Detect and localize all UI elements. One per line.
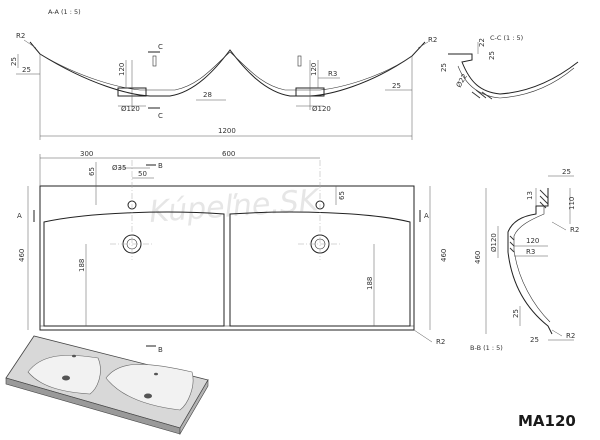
section-cc-profile	[448, 53, 579, 95]
cut-a-right: A	[424, 212, 429, 220]
dim-r2-left-aa: R2	[16, 32, 25, 40]
dim-28: 28	[203, 91, 212, 99]
dim-120-vert-left: 120	[118, 63, 126, 76]
dim-r2-plan: R2	[436, 338, 445, 346]
dim-13-bb: 13	[526, 191, 534, 200]
dim-25-bb-top: 25	[562, 168, 571, 176]
dim-dia120-right: Ø120	[312, 105, 331, 113]
dim-188-left: 188	[78, 259, 86, 272]
dim-65-right: 65	[338, 191, 346, 200]
dim-25-bb-left: 25	[512, 309, 520, 318]
plan-basin-right	[229, 211, 411, 327]
iso-basin-right	[105, 364, 194, 411]
section-bb-hatch	[539, 189, 549, 209]
model-label: MA120	[518, 412, 576, 430]
dim-25-cc-b: 25	[488, 51, 496, 60]
section-aa-view: A-A (1 : 5) 1200 Ø120 Ø120 120 120 28 R3	[10, 8, 437, 140]
dim-460-right: 460	[440, 249, 448, 262]
cut-a-left: A	[17, 212, 22, 220]
section-aa-inner-profile	[39, 51, 413, 91]
dim-r2-bb-top: R2	[570, 226, 579, 234]
dim-25-right-aa: 25	[392, 82, 401, 90]
cut-b-bottom: B	[158, 346, 163, 354]
cut-c-bottom: C	[158, 112, 163, 120]
dim-460-left: 460	[18, 249, 26, 262]
dim-22-cc: 22	[478, 38, 486, 47]
dim-110-bb: 110	[568, 197, 576, 210]
section-cc-hatch	[471, 89, 493, 100]
dim-1200: 1200	[218, 127, 236, 135]
section-aa-taphole-left	[152, 55, 157, 67]
section-cc-view: C-C (1 : 5) 22 25 25 Ø22	[440, 34, 579, 100]
dim-460-bb: 460	[474, 251, 482, 264]
dim-dia120-bb: Ø120	[490, 233, 498, 252]
cut-b-top: B	[158, 162, 163, 170]
dim-25-left-top: 25	[10, 57, 18, 66]
dim-25-cc-a: 25	[440, 63, 448, 72]
dim-25-bb-bottom: 25	[530, 336, 539, 344]
iso-drain-left	[62, 375, 70, 381]
section-aa-taphole-right	[297, 55, 302, 67]
iso-basin-left	[27, 355, 101, 395]
cut-c-top: C	[158, 43, 163, 51]
dim-120-vert-right: 120	[310, 63, 318, 76]
dim-300: 300	[80, 150, 93, 158]
iso-drain-right	[144, 393, 152, 399]
section-aa-outer-profile	[29, 41, 426, 97]
dim-r2-bb-bottom: R2	[566, 332, 575, 340]
section-bb-outer-profile	[507, 188, 553, 335]
dim-25-left-bottom: 25	[22, 66, 31, 74]
dim-600: 600	[222, 150, 235, 158]
dim-dia22-cc: Ø22	[455, 73, 469, 89]
dim-r2-right-aa: R2	[428, 36, 437, 44]
dim-50: 50	[138, 170, 147, 178]
dim-dia35: Ø35	[112, 164, 126, 172]
dim-dia120-left: Ø120	[121, 105, 140, 113]
plan-outer-rim	[39, 185, 415, 331]
isometric-view	[5, 335, 209, 436]
watermark: Kúpeľne.SK	[148, 183, 322, 230]
plan-view: Kúpeľne.SK 300 600 Ø35 50 B	[17, 150, 448, 354]
dim-r3-bb: R3	[526, 248, 535, 256]
dim-65-left: 65	[88, 167, 96, 176]
dim-120-bb: 120	[526, 237, 539, 245]
section-cc-header: C-C (1 : 5)	[490, 34, 523, 42]
section-aa-header: A-A (1 : 5)	[48, 8, 81, 16]
iso-taphole-right	[154, 372, 158, 376]
dim-r3-aa: R3	[328, 70, 337, 78]
dim-188-right: 188	[366, 277, 374, 290]
iso-taphole-left	[72, 354, 76, 358]
section-bb-view: 25 13 110 R2 460 Ø120 120 R3 25 25 R2 B-…	[470, 168, 579, 352]
section-bb-header: B-B (1 : 5)	[470, 344, 503, 352]
plan-basin-left	[43, 211, 225, 327]
